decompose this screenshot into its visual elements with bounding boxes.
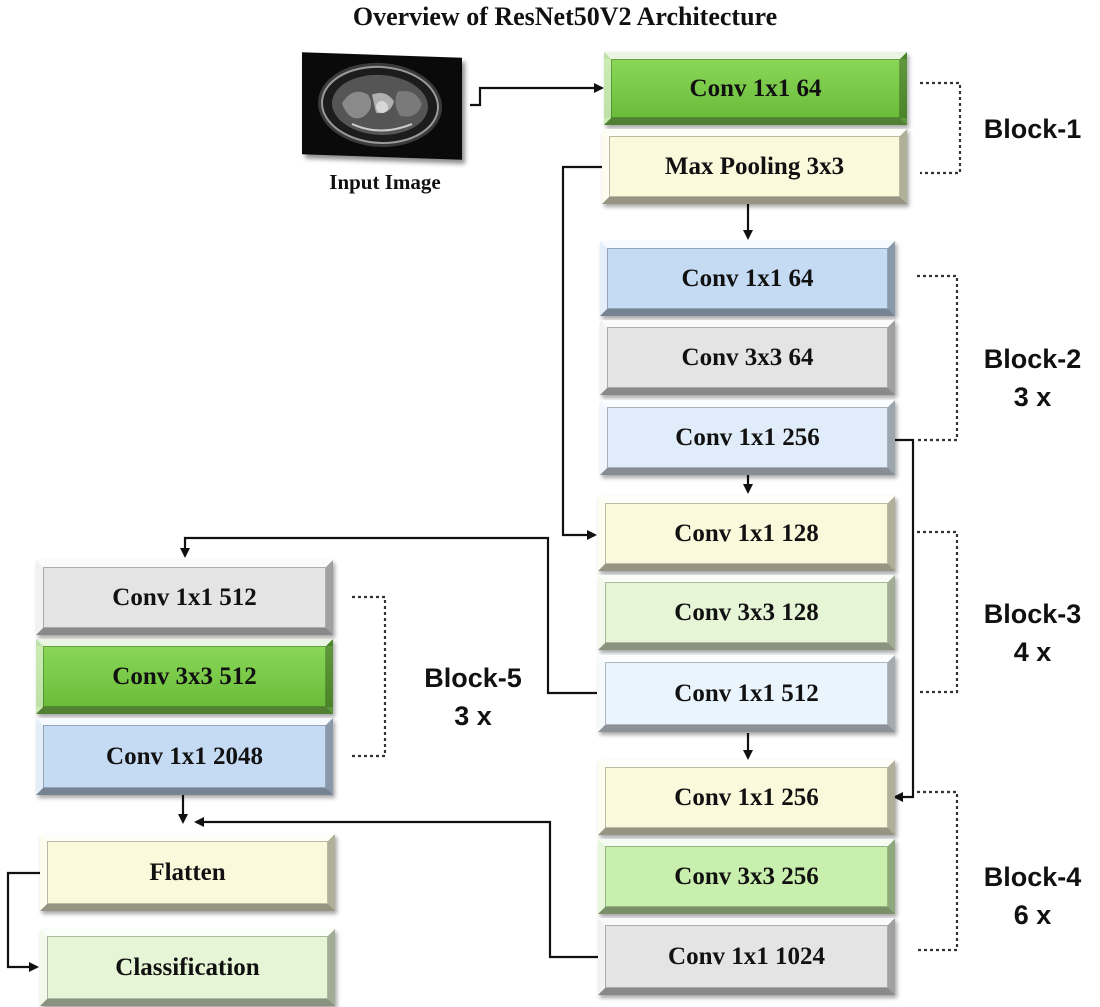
block5-conv1x1-512-label: Conv 1x1 512 [112,583,257,611]
flatten-layer: Flatten [40,834,335,911]
block2-conv1x1-256-label: Conv 1x1 256 [675,423,820,451]
block2-label: Block-2 3 x [965,340,1100,416]
arrow-flatten-to-classification [6,871,40,972]
block3-conv1x1-512-label: Conv 1x1 512 [674,679,819,707]
block5-conv1x1-512: Conv 1x1 512 [36,560,333,635]
block4-repeat: 6 x [1013,900,1052,930]
block4-conv1x1-1024-label: Conv 1x1 1024 [668,942,825,970]
brain-mri-icon [318,62,442,147]
block1-label: Block-1 [965,110,1100,148]
block5-conv3x3-512-label: Conv 3x3 512 [112,662,257,690]
block1-maxpool-3x3: Max Pooling 3x3 [602,129,907,204]
block1-conv1x1-64: Conv 1x1 64 [604,52,907,125]
block3-conv1x1-512: Conv 1x1 512 [598,655,895,732]
block5-label: Block-5 3 x [398,659,548,735]
skip-line-block2-to-block4 [893,438,915,802]
block5-conv1x1-2048: Conv 1x1 2048 [36,718,333,795]
block3-conv1x1-128: Conv 1x1 128 [598,496,895,571]
block2-conv1x1-64: Conv 1x1 64 [600,241,895,316]
block3-name: Block-3 [983,599,1082,629]
block5-conv3x3-512: Conv 3x3 512 [36,639,333,714]
block4-name: Block-4 [983,862,1082,892]
block3-label: Block-3 4 x [965,595,1100,671]
block1-conv1x1-64-label: Conv 1x1 64 [689,74,822,102]
bracket-block2 [917,274,959,442]
classification-layer-label: Classification [115,953,260,981]
bracket-block1 [920,81,962,175]
block2-conv1x1-64-label: Conv 1x1 64 [681,264,814,292]
input-image-caption: Input Image [329,170,441,194]
bracket-block4 [917,790,959,952]
block5-name: Block-5 [424,663,522,693]
block2-repeat: 3 x [1013,382,1052,412]
block4-conv1x1-1024: Conv 1x1 1024 [598,918,895,995]
block3-conv3x3-128: Conv 3x3 128 [598,575,895,650]
block2-conv3x3-64-label: Conv 3x3 64 [681,343,814,371]
classification-layer: Classification [40,929,335,1006]
skip-line-pool-to-block3 [561,165,602,540]
block3-repeat: 4 x [1013,637,1052,667]
block4-conv1x1-256-label: Conv 1x1 256 [674,783,819,811]
block1-maxpool-3x3-label: Max Pooling 3x3 [664,152,845,180]
diagram-title: Overview of ResNet50V2 Architecture [352,2,778,31]
block4-conv3x3-256-label: Conv 3x3 256 [674,862,819,890]
arrow-input-to-conv [470,83,604,107]
block1-name: Block-1 [983,114,1082,144]
block4-conv1x1-256: Conv 1x1 256 [598,760,895,835]
flatten-layer-label: Flatten [149,858,226,886]
bracket-block5 [352,595,387,758]
skip-line-block4-to-flatten [194,817,599,959]
block4-conv3x3-256: Conv 3x3 256 [598,839,895,914]
block3-conv1x1-128-label: Conv 1x1 128 [674,519,819,547]
block2-conv3x3-64: Conv 3x3 64 [600,320,895,395]
block4-label: Block-4 6 x [965,858,1100,934]
block2-name: Block-2 [983,344,1082,374]
block2-conv1x1-256: Conv 1x1 256 [600,400,895,475]
block3-conv3x3-128-label: Conv 3x3 128 [674,598,819,626]
input-image [302,52,462,160]
block5-conv1x1-2048-label: Conv 1x1 2048 [106,742,263,770]
block5-repeat: 3 x [454,701,492,731]
skip-line-block3-to-block5 [180,536,597,695]
bracket-block3 [917,530,959,694]
